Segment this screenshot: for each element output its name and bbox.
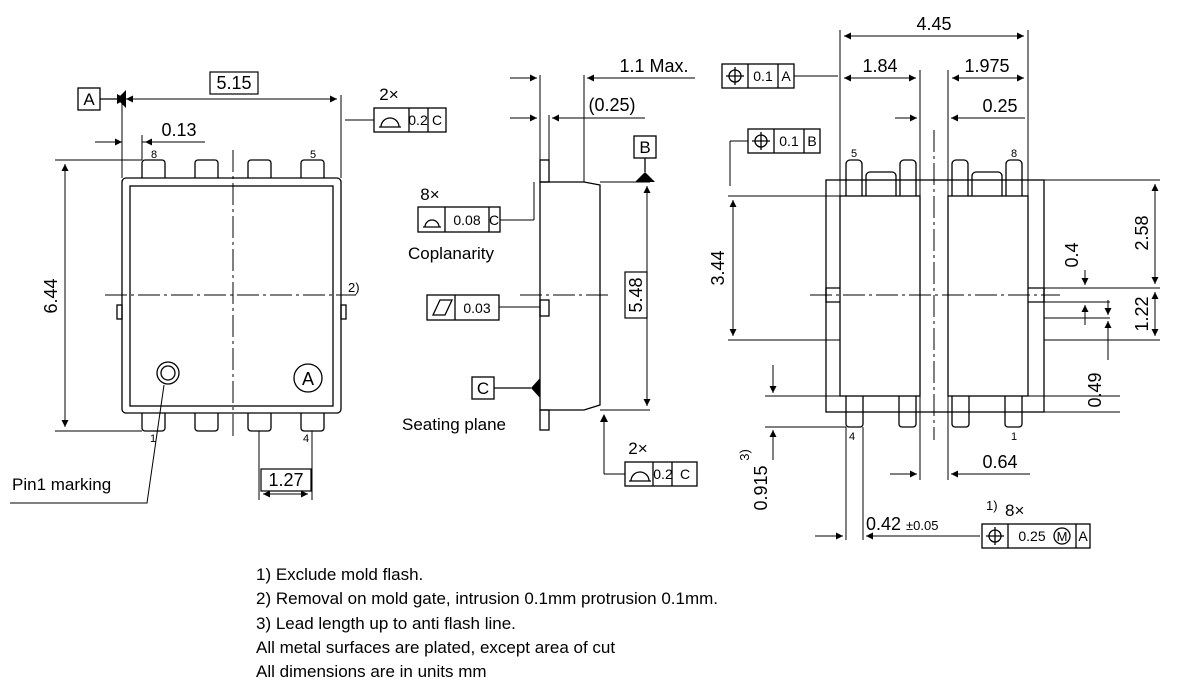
pitch-dim: 1.27 [268,470,303,490]
pos-b-ref: B [807,133,816,149]
fp-pin-1-label: 1 [1011,431,1017,443]
note-2: 2) Removal on mold gate, intrusion 0.1mm… [256,589,719,609]
top-height-dim: 2.58 [1132,215,1152,250]
body-width-dim: 5.15 [216,73,251,93]
note-5: All dimensions are in units mm [256,662,487,682]
top-view-labels: A 5.15 0.13 6.44 1.27 2× 0.2 C 2) 8 5 1 … [12,73,442,494]
side-body [540,181,601,411]
lead-bottom-4 [300,413,325,432]
gate-span-dim: 1.22 [1132,296,1152,331]
datum-a-label: A [83,90,95,109]
lead-top-6 [247,159,272,178]
note-4: All metal surfaces are plated, except ar… [256,637,616,657]
exposed-pad-left [839,195,921,397]
overall-width-dim: 4.45 [916,14,951,34]
slot-dim: 0.64 [982,452,1017,472]
package-body-inner [129,185,334,407]
fp-pin-4-label: 4 [849,431,855,443]
lead-bottom-3 [247,413,272,432]
datum-b-flag [635,172,655,182]
pin1-dimple [156,361,180,385]
coplanarity-count: 8× [420,185,439,204]
mold-gate-right [340,304,347,320]
pin-5-label: 5 [310,149,316,161]
flatness-ref: C [432,112,442,128]
drawing-notes: 1) Exclude mold flash. 2) Removal on mol… [256,563,1016,684]
gap-dim: 0.25 [982,96,1017,116]
lead-count: 8× [1005,501,1024,520]
lead-width-dim: 0.42 [866,514,901,534]
right-pad-width-dim: 1.975 [964,56,1009,76]
lead-length-note: 3) [737,449,752,461]
bottom-flatness-count: 2× [628,439,647,458]
lead-width-tol: ±0.05 [906,518,938,533]
lead-bottom-2 [194,413,219,432]
parallelism-value: 0.03 [463,300,490,316]
marking-circle [293,363,323,393]
lead-length-dim: 0.915 [751,465,771,510]
lead-height-dim: 0.49 [1085,372,1105,407]
gate-height-dim: 0.4 [1062,242,1082,267]
coplanarity-ref: C [489,212,499,228]
pad-height-dim: 3.44 [708,250,728,285]
body-height-dim: 6.44 [41,278,61,313]
footprint-lead-1 [1004,396,1023,428]
fp-pin-5-label: 5 [851,148,857,160]
note-1: 1) Exclude mold flash. [256,565,424,584]
flatness-value: 0.2 [408,112,428,128]
datum-c-flag [531,378,540,398]
height-max-dim: 1.1 Max. [619,56,688,76]
footprint-lead-4 [845,396,864,428]
lead-bottom-1 [141,413,166,432]
pos-m-ref: A [1078,528,1088,544]
pos-a-value: 0.1 [753,68,773,84]
coplanarity-label: Coplanarity [408,244,494,263]
left-pad-width-dim: 1.84 [862,56,897,76]
bottom-flatness-value: 0.2 [653,466,673,482]
footprint-labels: 4.45 1.84 1.975 0.25 0.1 A 0.1 B 3.44 2.… [708,14,1152,544]
marking-letter: A [302,369,314,389]
pin-8-label: 8 [151,149,157,161]
seating-plane-label: Seating plane [402,415,506,434]
side-view-labels: 1.1 Max. (0.25) B 5.48 8× 0.08 C Coplana… [402,56,690,482]
pin-1-label: 1 [150,433,156,445]
pin-offset-dim: 0.13 [161,120,196,140]
length-dim: 5.48 [626,277,646,312]
pos-a-ref: A [781,68,791,84]
lead-top-7 [194,159,219,178]
exposed-pad-right [947,195,1029,397]
lead-note1: 1) [986,498,998,513]
note-3: 3) Lead length up to anti flash line. [256,613,516,633]
flatness-count: 2× [379,85,398,104]
pos-b-value: 0.1 [779,133,799,149]
datum-b-label: B [639,138,650,157]
top-view [10,71,447,504]
coplanarity-value: 0.08 [453,212,480,228]
pin-4-label: 4 [303,433,309,445]
bottom-flatness-ref: C [680,466,690,482]
footprint-view [721,30,1160,549]
mold-gate-left [116,304,123,320]
datum-c-label: C [477,379,489,398]
note2-ref: 2) [348,280,360,295]
pos-m-modifier: M [1057,529,1068,544]
fp-pin-8-label: 8 [1011,148,1017,160]
pos-m-value: 0.25 [1018,528,1045,544]
lead-top-8 [141,159,166,178]
pin1-marking-label: Pin1 marking [12,475,111,494]
lead-top-5 [300,159,325,178]
standoff-dim: (0.25) [588,95,635,115]
